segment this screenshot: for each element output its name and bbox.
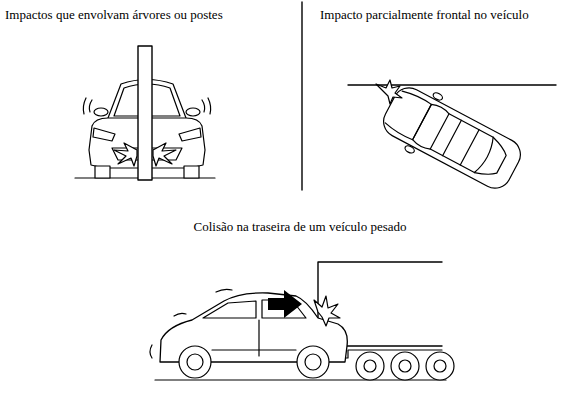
car-mirror [404,144,416,154]
suv-wheel [187,354,203,370]
truck-collision [150,262,454,380]
car-roof-line [443,120,462,155]
car-front-view [75,46,215,180]
pole [138,46,152,180]
truck-wheel [426,352,454,380]
car-windshield [412,103,450,151]
car-roof [430,114,496,175]
truck-bumper [333,346,442,358]
suv-wheel [179,346,211,378]
truck-wheel [434,360,446,372]
car-roof-line [460,130,479,165]
car-top-view [348,76,556,200]
car-wheel [184,166,199,178]
truck-wheel [399,360,411,372]
truck-wheel [364,360,376,372]
caption-label: Impacto parcialmente frontal no veículo [320,7,529,23]
suv-sill [212,349,296,350]
motion-marks [150,289,232,358]
suv-wheel [297,346,329,378]
impact-burst [153,143,176,166]
truck-wheel [356,352,384,380]
car-mirror [432,91,444,101]
car-body [378,82,526,194]
car-rear-window [474,137,510,182]
impact-burst [114,143,137,166]
car-headlight [179,128,201,141]
impact-burst [376,80,402,104]
direction-arrow [268,290,302,318]
panel-divider [301,2,302,190]
truck-wheel [391,352,419,380]
suv-wheel [305,354,321,370]
car-wheel [95,166,110,178]
car-headlight [93,128,115,141]
car-mirror [186,108,200,116]
impact-burst [314,296,340,326]
car-mirror [94,108,108,116]
caption-label: Impactos que envolvam árvores ou postes [5,7,223,23]
caption-label: Colisão na traseira de um veículo pesado [194,219,407,235]
